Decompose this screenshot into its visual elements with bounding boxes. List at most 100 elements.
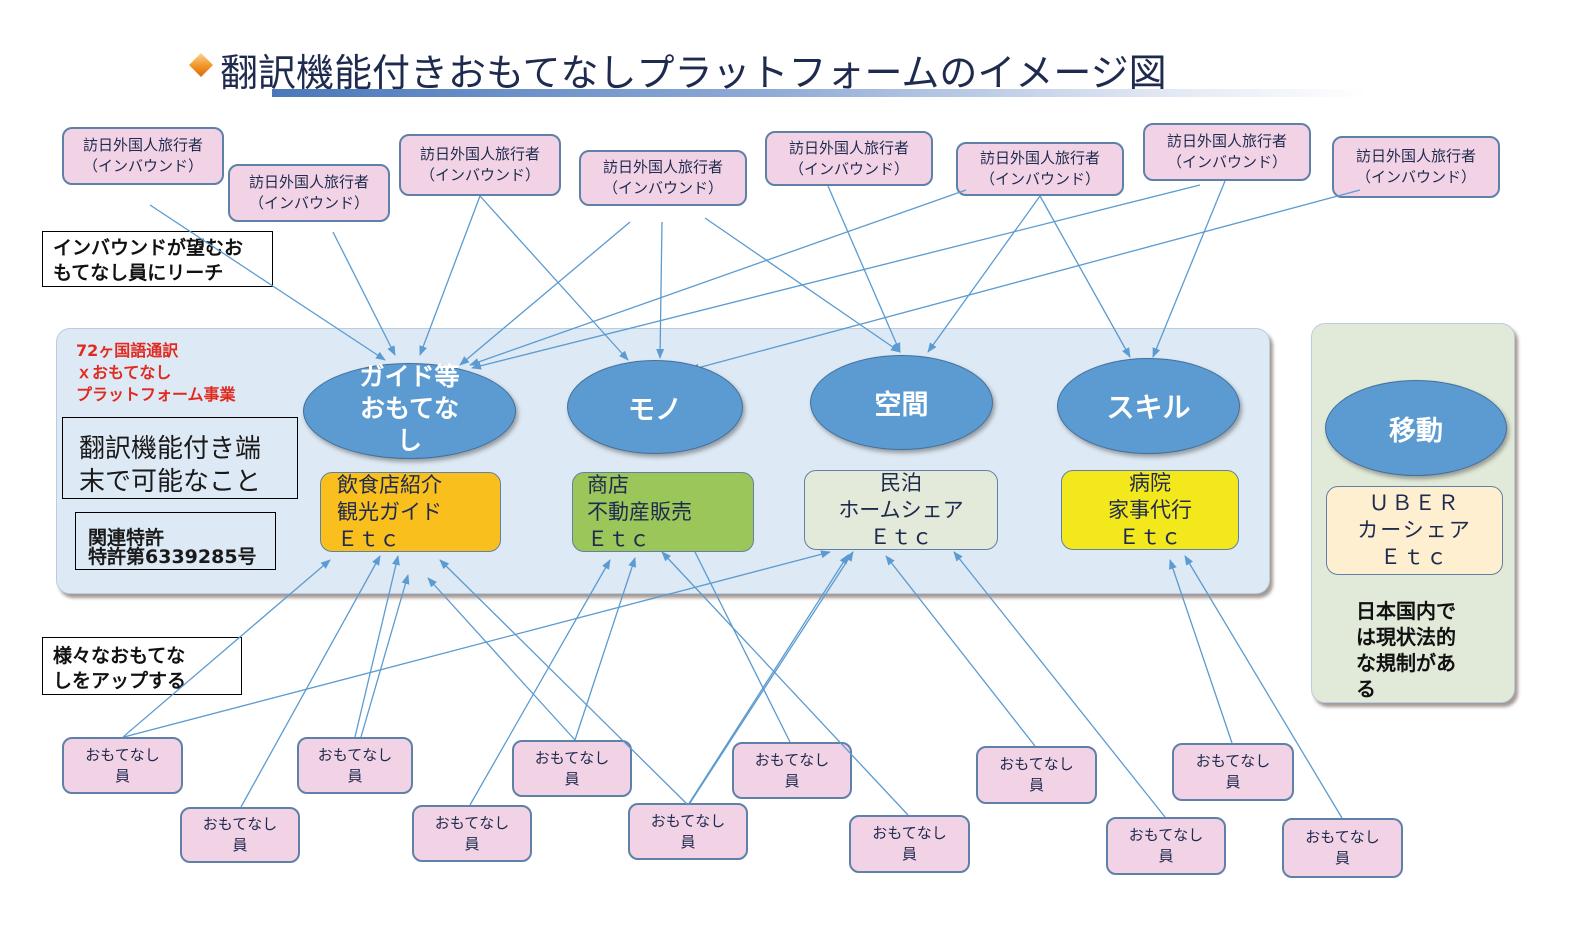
staff-label: 員 [784, 771, 800, 790]
staff-box: おもてなし員 [180, 807, 300, 863]
category-item: Ｅｔｃ [337, 526, 400, 551]
traveler-label: 訪日外国人旅行者 [1355, 147, 1476, 165]
page-title: 翻訳機能付きおもてなしプラットフォームのイメージ図 [220, 51, 1167, 95]
traveler-box: 訪日外国人旅行者 （インバウンド） [399, 134, 561, 196]
staff-box: おもてなし員 [732, 742, 852, 799]
staff-label: 員 [1028, 776, 1044, 794]
note-line: 翻訳機能付き端 [79, 434, 262, 464]
category-item: ＵＢＥＲ [1368, 491, 1461, 515]
category-label: スキル [1106, 391, 1191, 424]
category-item: 病院 [1129, 470, 1171, 495]
staff-label: おもてなし [534, 748, 610, 767]
platform-business-note: 72ヶ国語通訳 ｘおもてなしプラットフォーム事業 [76, 340, 236, 406]
category-omotenashi-ellipse: ガイド等おもてなし [303, 362, 516, 459]
staff-label: おもてなし [434, 813, 510, 832]
note-line: 末で可能なこと [79, 467, 262, 497]
traveler-label: 訪日外国人旅行者 [602, 158, 723, 176]
staff-label: 員 [1225, 773, 1241, 791]
staff-box: おもてなし員 [1106, 817, 1226, 875]
category-mono-ellipse: モノ [567, 360, 743, 454]
connection-arrow [360, 574, 410, 738]
staff-label: おもてなし [317, 745, 393, 764]
staff-box: おもてなし員 [412, 805, 532, 862]
staff-label: おもてなし [872, 824, 947, 842]
traveler-label: 訪日外国人旅行者 [82, 136, 203, 154]
staff-label: おもてなし [999, 755, 1074, 773]
staff-label: おもてなし [1195, 752, 1271, 770]
traveler-box: 訪日外国人旅行者（インバウンド） [956, 142, 1124, 196]
category-label: 空間 [874, 390, 929, 421]
note-line: 様々なおもてな [53, 645, 186, 667]
diamond-bullet-icon [189, 53, 213, 77]
category-label: モノ [628, 394, 682, 426]
category-item: Ｅｔｃ [587, 526, 650, 551]
note-line: ｘおもてなし [76, 363, 172, 382]
staff-box: おもてなし員 [297, 737, 413, 794]
category-item: 観光ガイド [337, 499, 442, 524]
category-label: 移動 [1389, 415, 1443, 447]
category-item: 家事代行 [1108, 497, 1192, 522]
traveler-sublabel: （インバウンド） [248, 194, 369, 212]
title-underline [272, 89, 1367, 97]
traveler-sublabel: （インバウンド） [419, 166, 540, 184]
category-item: 飲食店紹介 [337, 472, 442, 497]
note-line: プラットフォーム事業 [76, 385, 236, 404]
category-item: Ｅｔｃ [1118, 524, 1182, 549]
staff-label: 員 [347, 766, 363, 785]
traveler-box: 訪日外国人旅行者 （インバウンド） [228, 164, 390, 222]
category-ido-items: ＵＢＥＲ カーシェア Ｅｔｃ [1326, 486, 1503, 575]
traveler-box: 訪日外国人旅行者 （インバウンド） [62, 127, 224, 185]
staff-label: おもてなし [1128, 826, 1204, 844]
staff-box: おもてなし員 [628, 803, 748, 860]
patent-note: 関連特許特許第6339285号 [75, 512, 276, 570]
staff-label: おもてなし [202, 815, 278, 833]
traveler-sublabel: （インバウンド） [788, 159, 909, 178]
category-label: し [396, 426, 422, 455]
traveler-box: 訪日外国人旅行者 （インバウンド） [765, 131, 933, 186]
traveler-sublabel: （インバウンド） [1355, 168, 1476, 186]
traveler-label: 訪日外国人旅行者 [419, 145, 540, 163]
traveler-label: 訪日外国人旅行者 [788, 138, 909, 157]
category-item: 民泊 [880, 470, 922, 495]
traveler-label: 訪日外国人旅行者 [979, 149, 1100, 167]
patent-number: 特許第6339285号 [88, 546, 257, 568]
patent-label: 関連特許 [88, 527, 165, 549]
traveler-label: 訪日外国人旅行者 [1166, 132, 1287, 150]
staff-label: おもてなし [1305, 828, 1380, 846]
category-item: 不動産販売 [587, 499, 692, 524]
staff-label: おもてなし [85, 745, 160, 764]
staff-label: 員 [232, 836, 248, 854]
traveler-label: 訪日外国人旅行者 [248, 173, 369, 191]
staff-label: おもてなし [650, 811, 726, 830]
category-item: カーシェア [1357, 518, 1472, 542]
note-line: 72ヶ国語通訳 [76, 341, 179, 360]
note-line: インバウンドが望むお [53, 237, 244, 259]
traveler-box: 訪日外国人旅行者 （インバウンド） [579, 150, 747, 206]
note-line: もてなし員にリーチ [53, 262, 224, 284]
upload-note: 様々なおもてなしをアップする [42, 637, 242, 695]
traveler-box: 訪日外国人旅行者（インバウンド） [1143, 123, 1311, 181]
device-capabilities-note: 翻訳機能付き端末で可能なこと [62, 417, 298, 499]
staff-label: 員 [1158, 847, 1174, 865]
regulation-note: 日本国内では現状法的な規制がある [1356, 598, 1496, 702]
traveler-sublabel: （インバウンド） [602, 179, 723, 197]
staff-label: 員 [901, 845, 917, 863]
category-item: ホームシェア [838, 497, 964, 522]
staff-box: おもてなし員 [976, 746, 1097, 804]
staff-box: おもてなし員 [512, 740, 632, 797]
staff-box: おもてなし員 [62, 737, 183, 794]
note-line: しをアップする [53, 670, 187, 692]
reach-note: インバウンドが望むおもてなし員にリーチ [42, 231, 273, 287]
category-item: Ｅｔｃ [869, 524, 933, 549]
note-line: 日本国内で [1356, 599, 1456, 623]
category-item: Ｅｔｃ [1380, 545, 1449, 569]
category-label: おもてな [359, 394, 459, 423]
note-line: る [1356, 677, 1376, 701]
staff-label: 員 [680, 832, 696, 851]
staff-label: 員 [564, 769, 580, 788]
traveler-sublabel: （インバウンド） [82, 157, 203, 175]
